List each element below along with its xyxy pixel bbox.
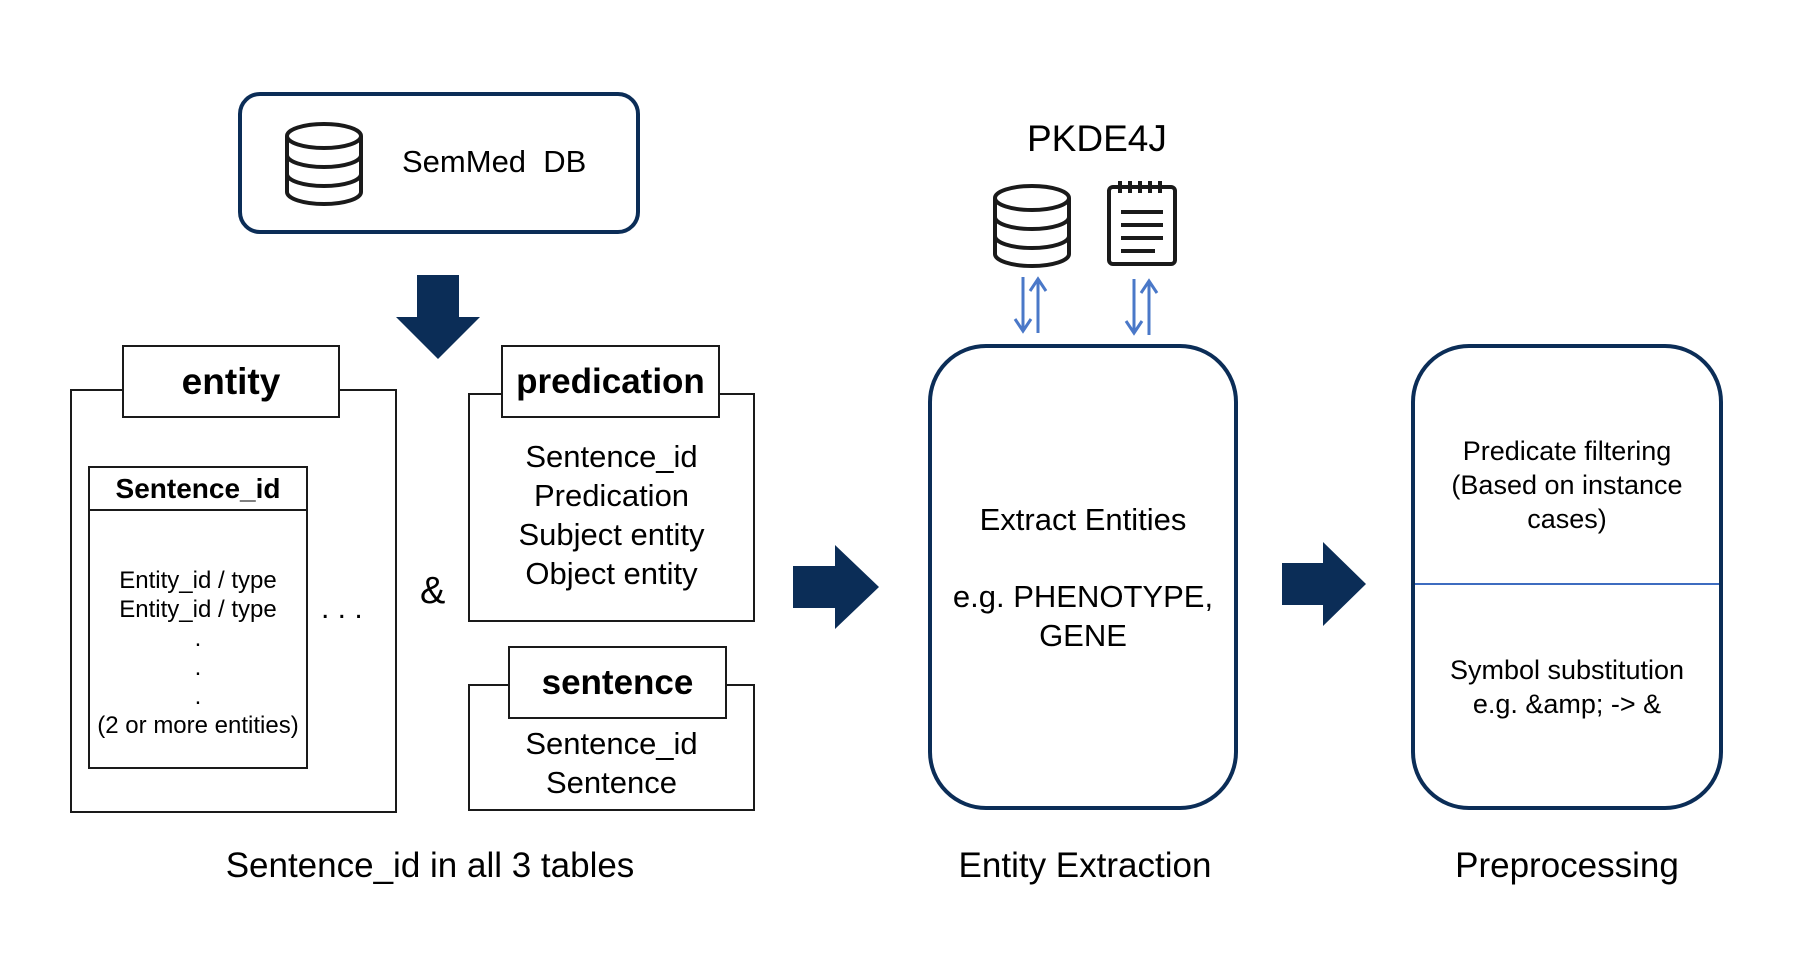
extract-entities-box <box>928 344 1238 810</box>
caption-extraction: Entity Extraction <box>958 846 1212 885</box>
semmed-db-label: SemMed DB <box>402 144 587 179</box>
extract-entities-title: Extract Entities <box>979 502 1187 537</box>
entity-row: (2 or more entities) <box>97 712 299 739</box>
down-arrow <box>396 275 480 359</box>
caption-preprocessing: Preprocessing <box>1455 846 1679 885</box>
bidirectional-arrow <box>1124 278 1159 336</box>
bidirectional-arrow <box>1013 276 1048 334</box>
entity-row: Entity_id / type <box>119 567 277 594</box>
entity-table-title: entity <box>122 345 340 418</box>
extract-entities-example-cont: GENE <box>1039 618 1127 653</box>
predication-field: Predication <box>533 478 690 513</box>
database-icon <box>993 184 1071 268</box>
predication-field: Sentence_id <box>525 439 698 474</box>
predication-field: Object entity <box>525 556 698 591</box>
semmed-db-box: SemMed DB <box>238 92 640 234</box>
extract-entities-example: e.g. PHENOTYPE, <box>952 579 1214 614</box>
preprocessing-divider <box>1415 583 1719 585</box>
predicate-filtering-text: Predicate filtering (Based on instance c… <box>1451 436 1683 534</box>
right-arrow <box>793 545 879 629</box>
sentence-id-header: Sentence_id <box>88 466 308 511</box>
entity-row: . <box>194 625 202 652</box>
sentence-table-title: sentence <box>508 646 727 719</box>
pkde4j-label: PKDE4J <box>1027 118 1167 159</box>
entity-ellipsis: . . . <box>321 592 363 625</box>
entity-row: Entity_id / type <box>119 596 277 623</box>
database-icon <box>285 122 363 206</box>
sentence-field: Sentence_id <box>525 726 698 761</box>
entity-row: . <box>194 683 202 710</box>
sentence-field: Sentence <box>546 765 677 800</box>
predication-field: Subject entity <box>518 517 705 552</box>
sentence-fields: Sentence_id Sentence <box>468 724 755 802</box>
predication-table <box>468 393 755 622</box>
predication-fields: Sentence_id Predication Subject entity O… <box>468 437 755 593</box>
entity-rows: Entity_id / type Entity_id / type . . . … <box>88 566 308 740</box>
extract-entities-text: Extract Entities e.g. PHENOTYPE, GENE <box>928 500 1238 655</box>
predication-table-title: predication <box>501 345 720 418</box>
entity-row: . <box>194 654 202 681</box>
ampersand: & <box>420 570 446 612</box>
right-arrow <box>1282 542 1366 626</box>
symbol-substitution-text: Symbol substitution e.g. &amp; -> & <box>1449 655 1685 719</box>
notepad-icon <box>1107 181 1177 266</box>
caption-tables: Sentence_id in all 3 tables <box>225 846 635 885</box>
preprocessing-box <box>1411 344 1723 810</box>
sentence-id-group <box>88 466 308 769</box>
